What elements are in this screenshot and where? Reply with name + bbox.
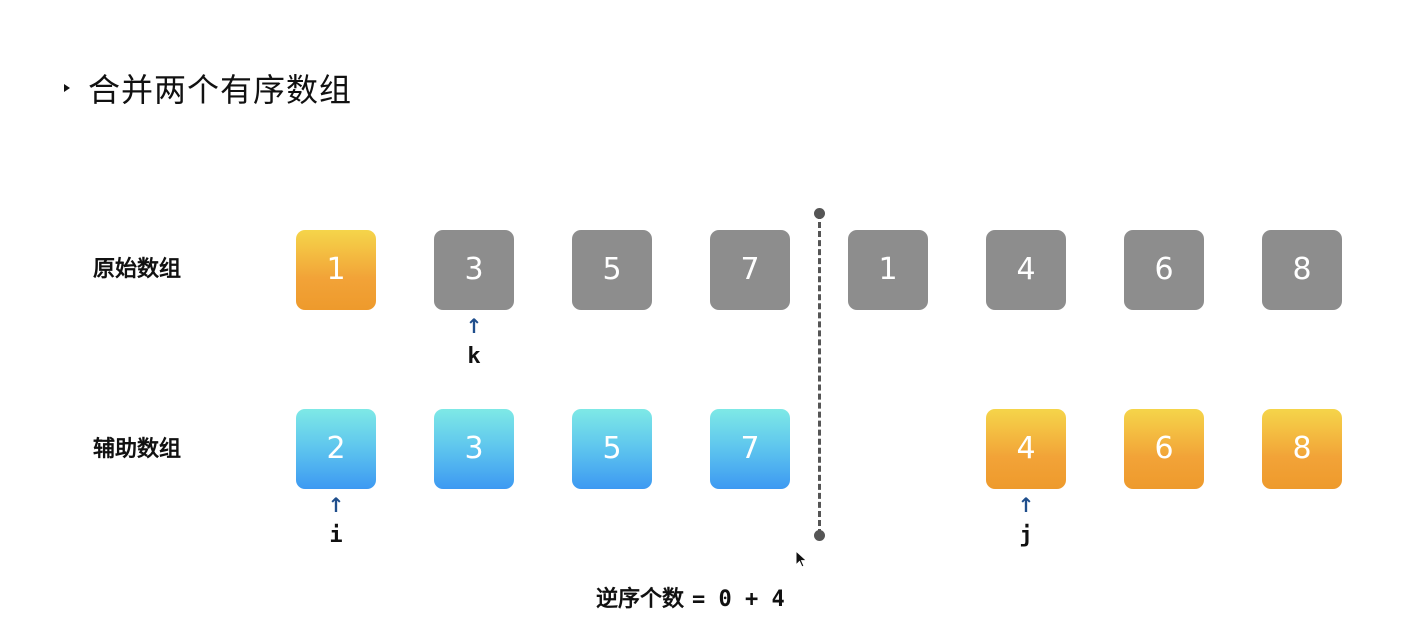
pointer-name-k: k <box>467 344 481 369</box>
original-cell-4: 1 <box>848 230 928 310</box>
auxiliary-cell-5: 4 <box>986 409 1066 489</box>
split-divider <box>818 213 821 535</box>
pointer-k: ↑k <box>459 316 489 370</box>
auxiliary-cell-0: 2 <box>296 409 376 489</box>
original-cell-3: 7 <box>710 230 790 310</box>
up-arrow-icon: ↑ <box>327 493 345 517</box>
divider-bottom-dot <box>814 530 825 541</box>
pointer-name-i: i <box>329 523 343 548</box>
pointer-name-j: j <box>1019 523 1033 548</box>
original-cell-0: 1 <box>296 230 376 310</box>
original-cell-5: 4 <box>986 230 1066 310</box>
auxiliary-array-label: 辅助数组 <box>93 437 182 462</box>
page-title: 合并两个有序数组 <box>88 71 353 109</box>
auxiliary-cell-4 <box>848 409 928 489</box>
original-cell-1: 3 <box>434 230 514 310</box>
auxiliary-cell-1: 3 <box>434 409 514 489</box>
original-cell-2: 5 <box>572 230 652 310</box>
inversion-count: 逆序个数 = 0 + 4 <box>596 585 785 615</box>
original-cell-7: 8 <box>1262 230 1342 310</box>
original-cell-6: 6 <box>1124 230 1204 310</box>
inversion-count-label: 逆序个数 <box>596 587 685 612</box>
auxiliary-cell-6: 6 <box>1124 409 1204 489</box>
auxiliary-cell-3: 7 <box>710 409 790 489</box>
auxiliary-cell-2: 5 <box>572 409 652 489</box>
up-arrow-icon: ↑ <box>465 314 483 338</box>
inversion-count-formula: = 0 + 4 <box>692 587 785 612</box>
mouse-cursor-icon <box>795 550 808 568</box>
bullet-triangle-icon <box>64 84 70 92</box>
pointer-i: ↑i <box>321 495 351 549</box>
auxiliary-cell-7: 8 <box>1262 409 1342 489</box>
pointer-j: ↑j <box>1011 495 1041 549</box>
divider-top-dot <box>814 208 825 219</box>
up-arrow-icon: ↑ <box>1017 493 1035 517</box>
original-array-label: 原始数组 <box>93 257 182 282</box>
